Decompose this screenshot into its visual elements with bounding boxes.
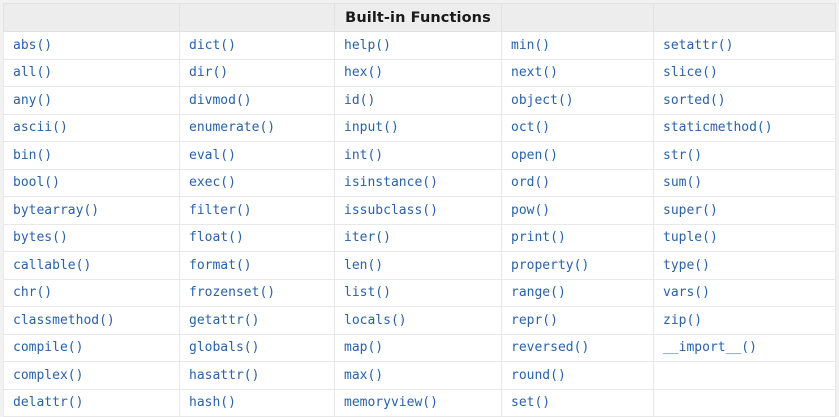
table-cell-function[interactable]: oct()	[501, 113, 654, 142]
table-row: all()dir()hex()next()slice()	[3, 58, 836, 87]
table-cell-function[interactable]: memoryview()	[334, 388, 502, 417]
table-cell-empty	[653, 361, 836, 390]
header-cell-4	[501, 3, 654, 32]
table-cell-function[interactable]: list()	[334, 278, 502, 307]
table-cell-function[interactable]: any()	[3, 86, 180, 115]
table-row: bool()exec()isinstance()ord()sum()	[3, 168, 836, 197]
table-cell-function[interactable]: ascii()	[3, 113, 180, 142]
table-cell-function[interactable]: dir()	[179, 58, 335, 87]
table-cell-function[interactable]: eval()	[179, 141, 335, 170]
table-cell-function[interactable]: divmod()	[179, 86, 335, 115]
table-cell-function[interactable]: reversed()	[501, 333, 654, 362]
table-cell-function[interactable]: help()	[334, 31, 502, 60]
table-cell-function[interactable]: print()	[501, 223, 654, 252]
table-body: abs()dict()help()min()setattr()all()dir(…	[3, 31, 836, 417]
table-cell-function[interactable]: sum()	[653, 168, 836, 197]
table-cell-function[interactable]: object()	[501, 86, 654, 115]
table-row: chr()frozenset()list()range()vars()	[3, 278, 836, 307]
table-cell-function[interactable]: hasattr()	[179, 361, 335, 390]
table-cell-function[interactable]: int()	[334, 141, 502, 170]
table-cell-function[interactable]: isinstance()	[334, 168, 502, 197]
table-cell-function[interactable]: sorted()	[653, 86, 836, 115]
table-cell-function[interactable]: id()	[334, 86, 502, 115]
table-cell-function[interactable]: locals()	[334, 306, 502, 335]
table-cell-function[interactable]: iter()	[334, 223, 502, 252]
table-cell-function[interactable]: enumerate()	[179, 113, 335, 142]
table-cell-function[interactable]: frozenset()	[179, 278, 335, 307]
table-cell-function[interactable]: type()	[653, 251, 836, 280]
table-cell-function[interactable]: bytearray()	[3, 196, 180, 225]
table-cell-function[interactable]: vars()	[653, 278, 836, 307]
builtin-functions-table: Built-in Functions abs()dict()help()min(…	[3, 3, 836, 417]
table-cell-function[interactable]: filter()	[179, 196, 335, 225]
table-row: complex()hasattr()max()round()	[3, 361, 836, 390]
table-cell-function[interactable]: bool()	[3, 168, 180, 197]
table-cell-function[interactable]: hex()	[334, 58, 502, 87]
table-cell-function[interactable]: format()	[179, 251, 335, 280]
table-cell-function[interactable]: repr()	[501, 306, 654, 335]
table-cell-function[interactable]: delattr()	[3, 388, 180, 417]
table-row: ascii()enumerate()input()oct()staticmeth…	[3, 113, 836, 142]
table-cell-function[interactable]: next()	[501, 58, 654, 87]
table-cell-function[interactable]: staticmethod()	[653, 113, 836, 142]
table-cell-function[interactable]: ord()	[501, 168, 654, 197]
table-cell-function[interactable]: map()	[334, 333, 502, 362]
table-cell-function[interactable]: tuple()	[653, 223, 836, 252]
table-cell-empty	[653, 388, 836, 417]
header-cell-2	[179, 3, 335, 32]
header-cell-5	[653, 3, 836, 32]
table-row: callable()format()len()property()type()	[3, 251, 836, 280]
table-row: delattr()hash()memoryview()set()	[3, 388, 836, 417]
table-cell-function[interactable]: getattr()	[179, 306, 335, 335]
table-cell-function[interactable]: callable()	[3, 251, 180, 280]
table-cell-function[interactable]: __import__()	[653, 333, 836, 362]
table-header: Built-in Functions	[3, 3, 836, 32]
table-cell-function[interactable]: chr()	[3, 278, 180, 307]
table-cell-function[interactable]: bytes()	[3, 223, 180, 252]
table-row: bytes()float()iter()print()tuple()	[3, 223, 836, 252]
table-cell-function[interactable]: all()	[3, 58, 180, 87]
table-cell-function[interactable]: bin()	[3, 141, 180, 170]
table-cell-function[interactable]: round()	[501, 361, 654, 390]
table-cell-function[interactable]: property()	[501, 251, 654, 280]
table-row: bin()eval()int()open()str()	[3, 141, 836, 170]
table-cell-function[interactable]: input()	[334, 113, 502, 142]
table-cell-function[interactable]: complex()	[3, 361, 180, 390]
table-cell-function[interactable]: super()	[653, 196, 836, 225]
table-cell-function[interactable]: dict()	[179, 31, 335, 60]
table-cell-function[interactable]: max()	[334, 361, 502, 390]
table-cell-function[interactable]: range()	[501, 278, 654, 307]
table-cell-function[interactable]: len()	[334, 251, 502, 280]
table-cell-function[interactable]: abs()	[3, 31, 180, 60]
header-cell-1	[3, 3, 180, 32]
table-row: any()divmod()id()object()sorted()	[3, 86, 836, 115]
page-title: Built-in Functions	[334, 3, 502, 32]
table-cell-function[interactable]: min()	[501, 31, 654, 60]
table-cell-function[interactable]: set()	[501, 388, 654, 417]
table-cell-function[interactable]: compile()	[3, 333, 180, 362]
table-cell-function[interactable]: globals()	[179, 333, 335, 362]
table-cell-function[interactable]: open()	[501, 141, 654, 170]
table-header-row: Built-in Functions	[3, 3, 836, 32]
table-row: abs()dict()help()min()setattr()	[3, 31, 836, 60]
table-cell-function[interactable]: slice()	[653, 58, 836, 87]
table-cell-function[interactable]: setattr()	[653, 31, 836, 60]
table-cell-function[interactable]: float()	[179, 223, 335, 252]
table-row: classmethod()getattr()locals()repr()zip(…	[3, 306, 836, 335]
table-cell-function[interactable]: zip()	[653, 306, 836, 335]
table-row: bytearray()filter()issubclass()pow()supe…	[3, 196, 836, 225]
table-cell-function[interactable]: exec()	[179, 168, 335, 197]
table-cell-function[interactable]: str()	[653, 141, 836, 170]
table-cell-function[interactable]: hash()	[179, 388, 335, 417]
table-cell-function[interactable]: pow()	[501, 196, 654, 225]
table-cell-function[interactable]: classmethod()	[3, 306, 180, 335]
table-row: compile()globals()map()reversed()__impor…	[3, 333, 836, 362]
table-cell-function[interactable]: issubclass()	[334, 196, 502, 225]
